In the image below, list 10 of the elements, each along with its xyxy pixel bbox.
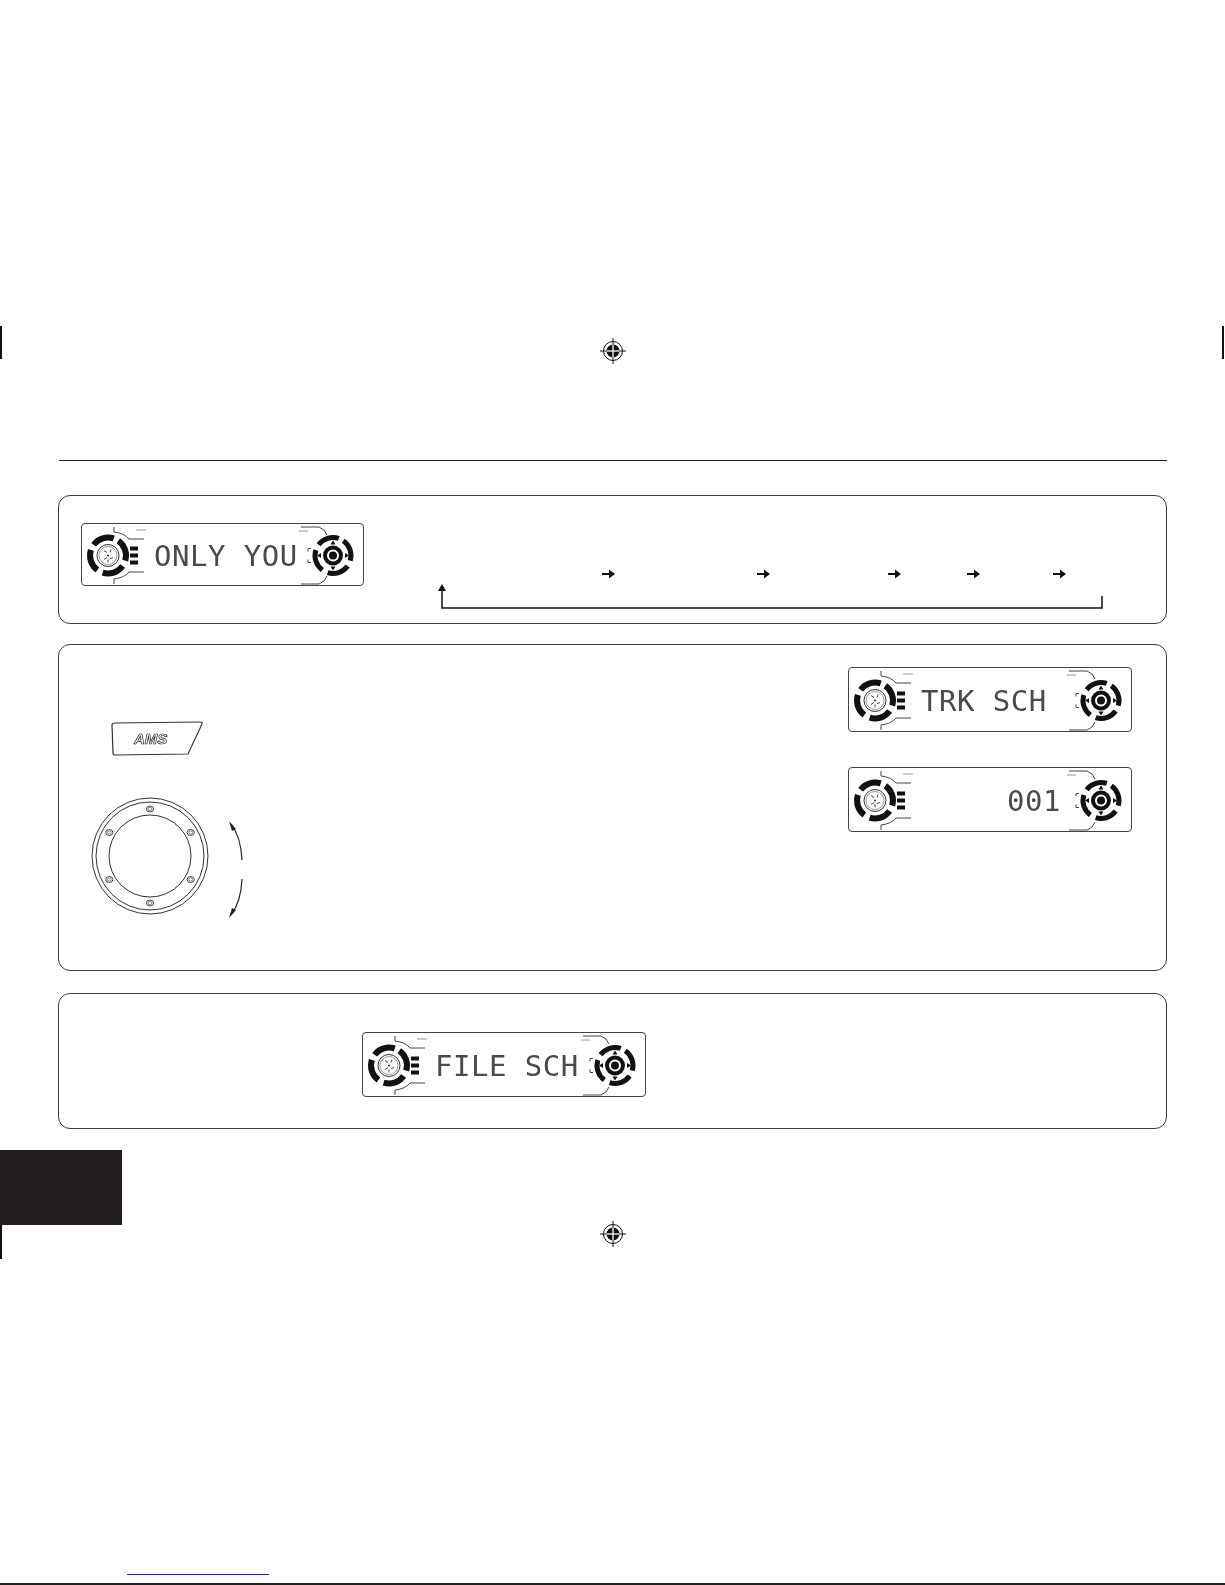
display-text: TRK SCH — [921, 684, 1047, 717]
content-panel — [58, 495, 1167, 624]
display-text: 001 — [1007, 784, 1061, 817]
lcd-display — [848, 767, 1132, 832]
lcd-display — [848, 667, 1132, 732]
content-panel — [58, 993, 1167, 1129]
display-text: FILE SCH — [435, 1049, 579, 1082]
lcd-display — [81, 523, 364, 586]
display-text: ONLY YOU — [154, 539, 298, 572]
lcd-display — [362, 1032, 646, 1097]
